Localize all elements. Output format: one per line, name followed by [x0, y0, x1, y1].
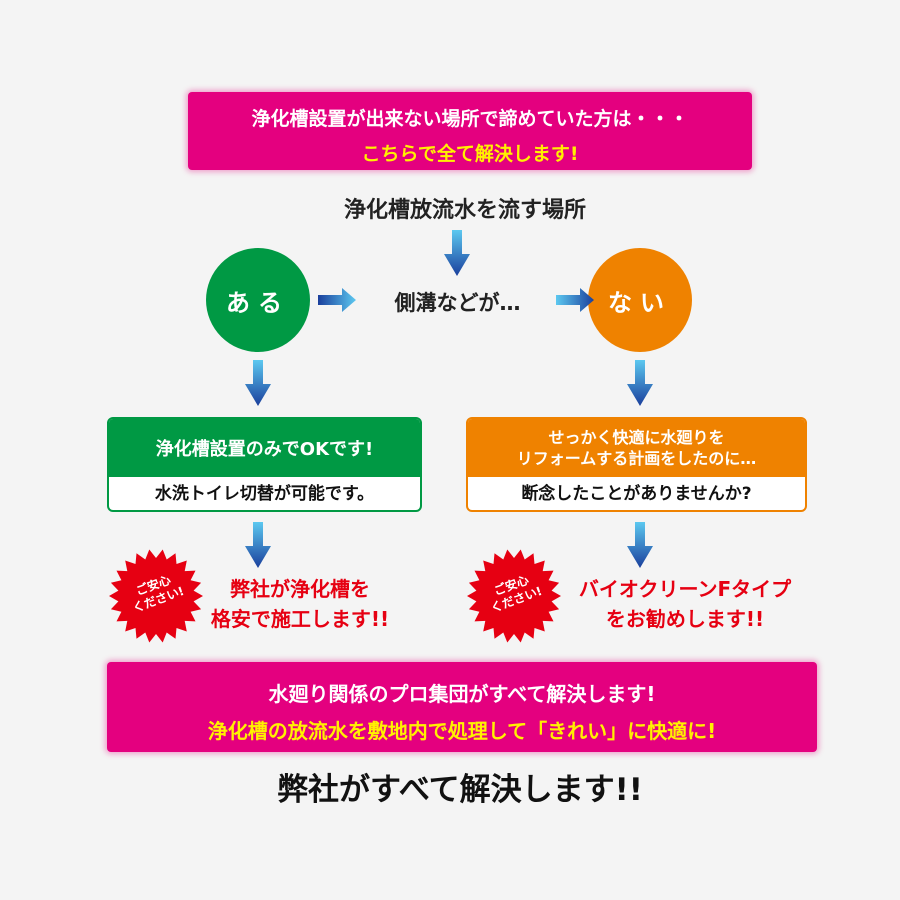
yes-label: ある	[226, 288, 290, 317]
right-box-head-line2: リフォームする計画をしたのに…	[516, 449, 757, 468]
middle-text: 側溝などが…	[394, 291, 521, 315]
arrow-down-icon	[627, 522, 653, 568]
arrow-down-icon	[627, 360, 653, 406]
top-banner-line1: 浄化槽設置が出来ない場所で諦めていた方は・・・	[251, 108, 689, 130]
reassurance-badge: ご安心ください!	[108, 548, 204, 644]
no-label: ない	[608, 288, 672, 317]
right-result-box: せっかく快適に水廻りを リフォームする計画をしたのに… 断念したことがありません…	[466, 417, 807, 512]
arrow-down-icon	[245, 522, 271, 568]
right-result-text: バイオクリーンFタイプ をお勧めします!!	[550, 574, 820, 634]
right-result-line2: をお勧めします!!	[605, 607, 765, 631]
left-result-box: 浄化槽設置のみでOKです! 水洗トイレ切替が可能です。	[107, 417, 422, 512]
bottom-banner-line1: 水廻り関係のプロ集団がすべて解決します!	[268, 682, 656, 706]
left-result-line2: 格安で施工します!!	[210, 607, 390, 631]
bottom-banner-line2: 浄化槽の放流水を敷地内で処理して「きれい」に快適に!	[207, 719, 717, 743]
arrow-down-icon	[444, 230, 470, 276]
right-box-head: せっかく快適に水廻りを リフォームする計画をしたのに…	[468, 419, 805, 477]
bottom-banner: 水廻り関係のプロ集団がすべて解決します! 浄化槽の放流水を敷地内で処理して「きれ…	[107, 662, 817, 752]
question-heading: 浄化槽放流水を流す場所	[343, 198, 586, 223]
top-banner: 浄化槽設置が出来ない場所で諦めていた方は・・・ こちらで全て解決します!	[188, 92, 752, 170]
right-result-line1: バイオクリーンFタイプ	[578, 577, 792, 601]
left-box-head: 浄化槽設置のみでOKです!	[109, 419, 420, 477]
arrow-left-icon	[318, 288, 356, 312]
left-result-text: 弊社が浄化槽を 格安で施工します!!	[190, 574, 410, 634]
starburst-icon	[109, 549, 203, 643]
reassurance-badge: ご安心ください!	[466, 548, 562, 644]
no-circle: ない	[588, 248, 692, 352]
right-box-head-line1: せっかく快適に水廻りを	[548, 428, 725, 447]
starburst-icon	[467, 549, 561, 643]
top-banner-line2: こちらで全て解決します!	[361, 143, 579, 165]
closing-text: 弊社がすべて解決します!!	[277, 772, 643, 808]
yes-circle: ある	[206, 248, 310, 352]
arrow-right-icon	[556, 288, 594, 312]
left-result-line1: 弊社が浄化槽を	[230, 577, 370, 601]
left-box-foot: 水洗トイレ切替が可能です。	[154, 484, 375, 504]
left-box-head-text: 浄化槽設置のみでOKです!	[155, 439, 374, 460]
arrow-down-icon	[245, 360, 271, 406]
right-box-foot: 断念したことがありませんか?	[521, 484, 752, 504]
